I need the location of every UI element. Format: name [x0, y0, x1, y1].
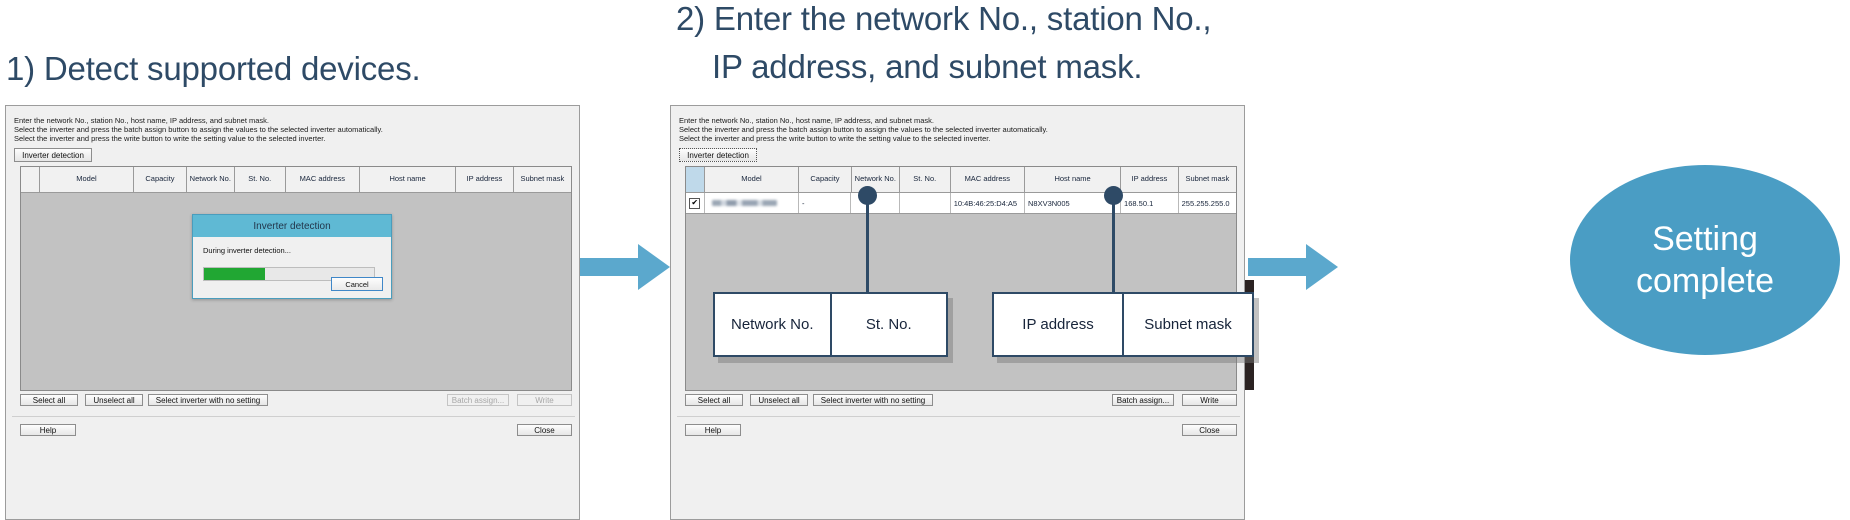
write-button-1[interactable]: Write: [517, 394, 572, 406]
column-header-st-no: St. No.: [235, 167, 286, 192]
close-button-1[interactable]: Close: [517, 424, 572, 436]
callout-st-no-label: St. No.: [865, 315, 912, 333]
column-header-model: Model: [40, 167, 135, 192]
page-title-step2-line1: 2) Enter the network No., station No.,: [676, 0, 1212, 37]
inverter-detection-modal: Inverter detection During inverter detec…: [192, 214, 392, 299]
row-host-name-cell[interactable]: N8XV3N005: [1025, 193, 1122, 213]
dialog2-note-line-3: Select the inverter and press the write …: [679, 134, 991, 143]
row-select-checkbox-cell[interactable]: ✔: [686, 193, 705, 213]
select-all-button-2[interactable]: Select all: [685, 394, 743, 406]
column-header-mac-address: MAC address: [286, 167, 360, 192]
modal-message: During inverter detection...: [203, 246, 291, 255]
arrow-step1-to-step2: [580, 244, 670, 290]
batch-assign-button-1[interactable]: Batch assign...: [447, 394, 509, 406]
arrow-step2-to-result: [1248, 244, 1338, 290]
row-mac-address-cell: 10:4B:46:25:D4:A5: [951, 193, 1025, 213]
close-button-2[interactable]: Close: [1182, 424, 1237, 436]
row-subnet-mask-cell[interactable]: 255.255.255.0: [1181, 198, 1230, 208]
column-header-network-no: Network No.: [187, 167, 235, 192]
model-redacted-icon: [711, 200, 777, 206]
column-header-model-2: Model: [705, 167, 800, 192]
callout-network-st: Network No. St. No.: [713, 292, 948, 357]
help-button-1[interactable]: Help: [20, 424, 76, 436]
batch-assign-button-2[interactable]: Batch assign...: [1112, 394, 1174, 406]
checkbox-checked-icon[interactable]: ✔: [689, 197, 701, 209]
setting-complete-badge: Setting complete: [1570, 165, 1840, 355]
table-row[interactable]: ✔ - 10:4B:46:25:D4:A5 N8XV3N005 168.50.1…: [686, 193, 1236, 214]
result-line-2: complete: [1636, 262, 1774, 300]
dialog2-note-line-2: Select the inverter and press the batch …: [679, 125, 1048, 134]
page-title-step1: 1) Detect supported devices.: [6, 50, 421, 87]
column-header-mac-address-2: MAC address: [951, 167, 1025, 192]
select-all-button-1[interactable]: Select all: [20, 394, 78, 406]
column-header-capacity-2: Capacity: [799, 167, 852, 192]
table-header-row: Model Capacity Network No. St. No. MAC a…: [21, 167, 571, 193]
footer-divider-1: [12, 416, 575, 417]
modal-cancel-button[interactable]: Cancel: [331, 277, 383, 291]
inverter-setup-dialog-1: Enter the network No., station No., host…: [5, 105, 580, 520]
dialog2-note-line-1: Enter the network No., station No., host…: [679, 116, 934, 125]
callout-subnet-mask-label: Subnet mask: [1144, 315, 1232, 333]
inverter-table-1: Model Capacity Network No. St. No. MAC a…: [20, 166, 572, 391]
callout-network-no-label: Network No.: [715, 294, 832, 355]
leader-line-network-st: [866, 195, 869, 295]
write-button-2[interactable]: Write: [1182, 394, 1237, 406]
inverter-table-2: Model Capacity Network No. St. No. MAC a…: [685, 166, 1237, 391]
row-model-cell: [705, 193, 799, 213]
column-header-ip-address: IP address: [456, 167, 514, 192]
column-header-ip-address-2: IP address: [1121, 167, 1179, 192]
callout-ip-subnet: IP address Subnet mask: [992, 292, 1254, 357]
detection-progress-fill: [204, 268, 266, 280]
inverter-detection-button-2[interactable]: Inverter detection: [679, 148, 757, 162]
column-header-network-no-2: Network No.: [852, 167, 900, 192]
unselect-all-button-1[interactable]: Unselect all: [85, 394, 143, 406]
callout-ip-address-label: IP address: [994, 294, 1124, 355]
unselect-all-button-2[interactable]: Unselect all: [750, 394, 808, 406]
column-header-st-no-2: St. No.: [900, 167, 951, 192]
footer-divider-2: [677, 416, 1240, 417]
dialog-note-line-1: Enter the network No., station No., host…: [14, 116, 269, 125]
row-ip-address-cell[interactable]: 168.50.1: [1121, 193, 1179, 213]
page-title-step2-line2: IP address, and subnet mask.: [712, 48, 1143, 85]
result-line-1: Setting: [1652, 220, 1758, 258]
modal-body: During inverter detection... Cancel: [193, 237, 391, 298]
leader-line-ip-subnet: [1112, 195, 1115, 295]
column-header-select-2: [686, 167, 705, 192]
dialog-note-line-2: Select the inverter and press the batch …: [14, 125, 383, 134]
column-header-capacity: Capacity: [134, 167, 187, 192]
column-header-select: [21, 167, 40, 192]
select-inverter-no-setting-button-2[interactable]: Select inverter with no setting: [813, 394, 933, 406]
table-header-row-2: Model Capacity Network No. St. No. MAC a…: [686, 167, 1236, 193]
column-header-subnet-mask-2: Subnet mask: [1185, 174, 1230, 184]
help-button-2[interactable]: Help: [685, 424, 741, 436]
select-inverter-no-setting-button-1[interactable]: Select inverter with no setting: [148, 394, 268, 406]
column-header-host-name-2: Host name: [1025, 167, 1122, 192]
row-network-no-cell[interactable]: [851, 193, 900, 213]
inverter-detection-button[interactable]: Inverter detection: [14, 148, 92, 162]
column-header-subnet-mask: Subnet mask: [520, 174, 565, 184]
row-capacity-cell[interactable]: -: [799, 193, 852, 213]
modal-title-bar: Inverter detection: [193, 215, 391, 237]
dialog-note-line-3: Select the inverter and press the write …: [14, 134, 326, 143]
column-header-host-name: Host name: [360, 167, 457, 192]
row-st-no-cell[interactable]: [900, 193, 951, 213]
